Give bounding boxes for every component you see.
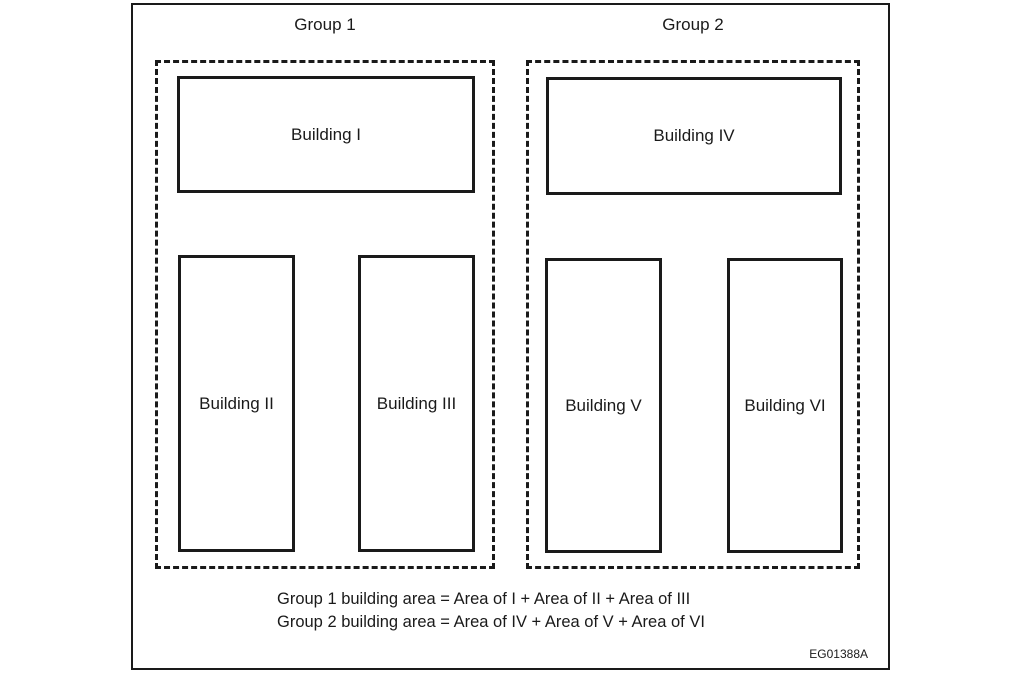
group-2-boundary xyxy=(526,60,860,569)
building-iv-box: Building IV xyxy=(546,77,842,195)
building-ii-label: Building II xyxy=(199,393,274,413)
building-iii-label: Building III xyxy=(376,393,457,413)
building-ii-box: Building II xyxy=(178,255,295,552)
area-formula-caption: Group 1 building area = Area of I + Area… xyxy=(277,588,705,634)
figure-code: EG01388A xyxy=(809,647,868,661)
group-2-area-formula: Group 2 building area = Area of IV + Are… xyxy=(277,613,705,631)
building-v-box: Building V xyxy=(545,258,662,553)
building-vi-label: Building VI xyxy=(744,395,826,415)
group-1-area-formula: Group 1 building area = Area of I + Area… xyxy=(277,590,691,608)
building-iv-label: Building IV xyxy=(653,126,735,145)
building-iii-box: Building III xyxy=(358,255,475,552)
building-i-label: Building I xyxy=(291,124,361,144)
building-i-box: Building I xyxy=(177,76,475,193)
building-v-label: Building V xyxy=(565,395,642,415)
building-vi-box: Building VI xyxy=(727,258,843,553)
group-1-label: Group 1 xyxy=(294,15,356,34)
group-1-boundary xyxy=(155,60,495,569)
group-2-label: Group 2 xyxy=(662,15,724,34)
